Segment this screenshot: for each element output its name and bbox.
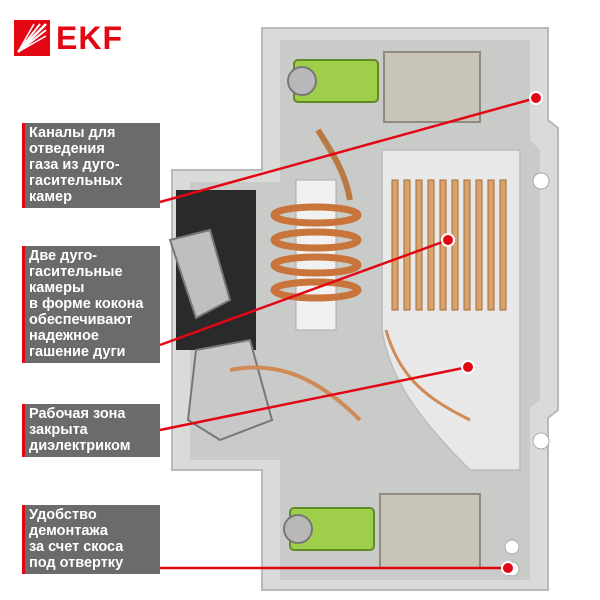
leader-lines bbox=[159, 96, 537, 570]
arc-runner bbox=[384, 329, 471, 422]
leader-line-1 bbox=[159, 96, 537, 204]
leader-dots bbox=[441, 91, 543, 575]
leader-line-2 bbox=[159, 238, 449, 347]
solenoid-coil-windings bbox=[270, 203, 362, 302]
callout-arc-chambers: Две дуго- гасительные камеры в форме кок… bbox=[22, 246, 160, 363]
trip-lever bbox=[168, 228, 232, 320]
copper-braid bbox=[315, 128, 353, 201]
leader-dot-4 bbox=[501, 561, 515, 575]
leader-dot-3 bbox=[461, 360, 475, 374]
brand-name: EKF bbox=[56, 20, 123, 56]
leader-dot-1 bbox=[529, 91, 543, 105]
moving-contact bbox=[229, 365, 362, 422]
bottom-terminal-clamp bbox=[379, 493, 481, 569]
leader-dot-2 bbox=[441, 233, 455, 247]
ekf-logo-mark-icon bbox=[14, 20, 50, 56]
top-terminal-clamp bbox=[383, 51, 481, 123]
leader-line-3 bbox=[159, 365, 469, 432]
brand-logo: EKF bbox=[14, 20, 123, 56]
callout-easy-removal: Удобство демонтажа за счет скоса под отв… bbox=[22, 505, 160, 574]
contact-arm bbox=[186, 338, 274, 442]
callout-gas-channels: Каналы для отведения газа из дуго- гасит… bbox=[22, 123, 160, 208]
callout-dielectric-zone: Рабочая зона закрыта диэлектриком bbox=[22, 404, 160, 457]
